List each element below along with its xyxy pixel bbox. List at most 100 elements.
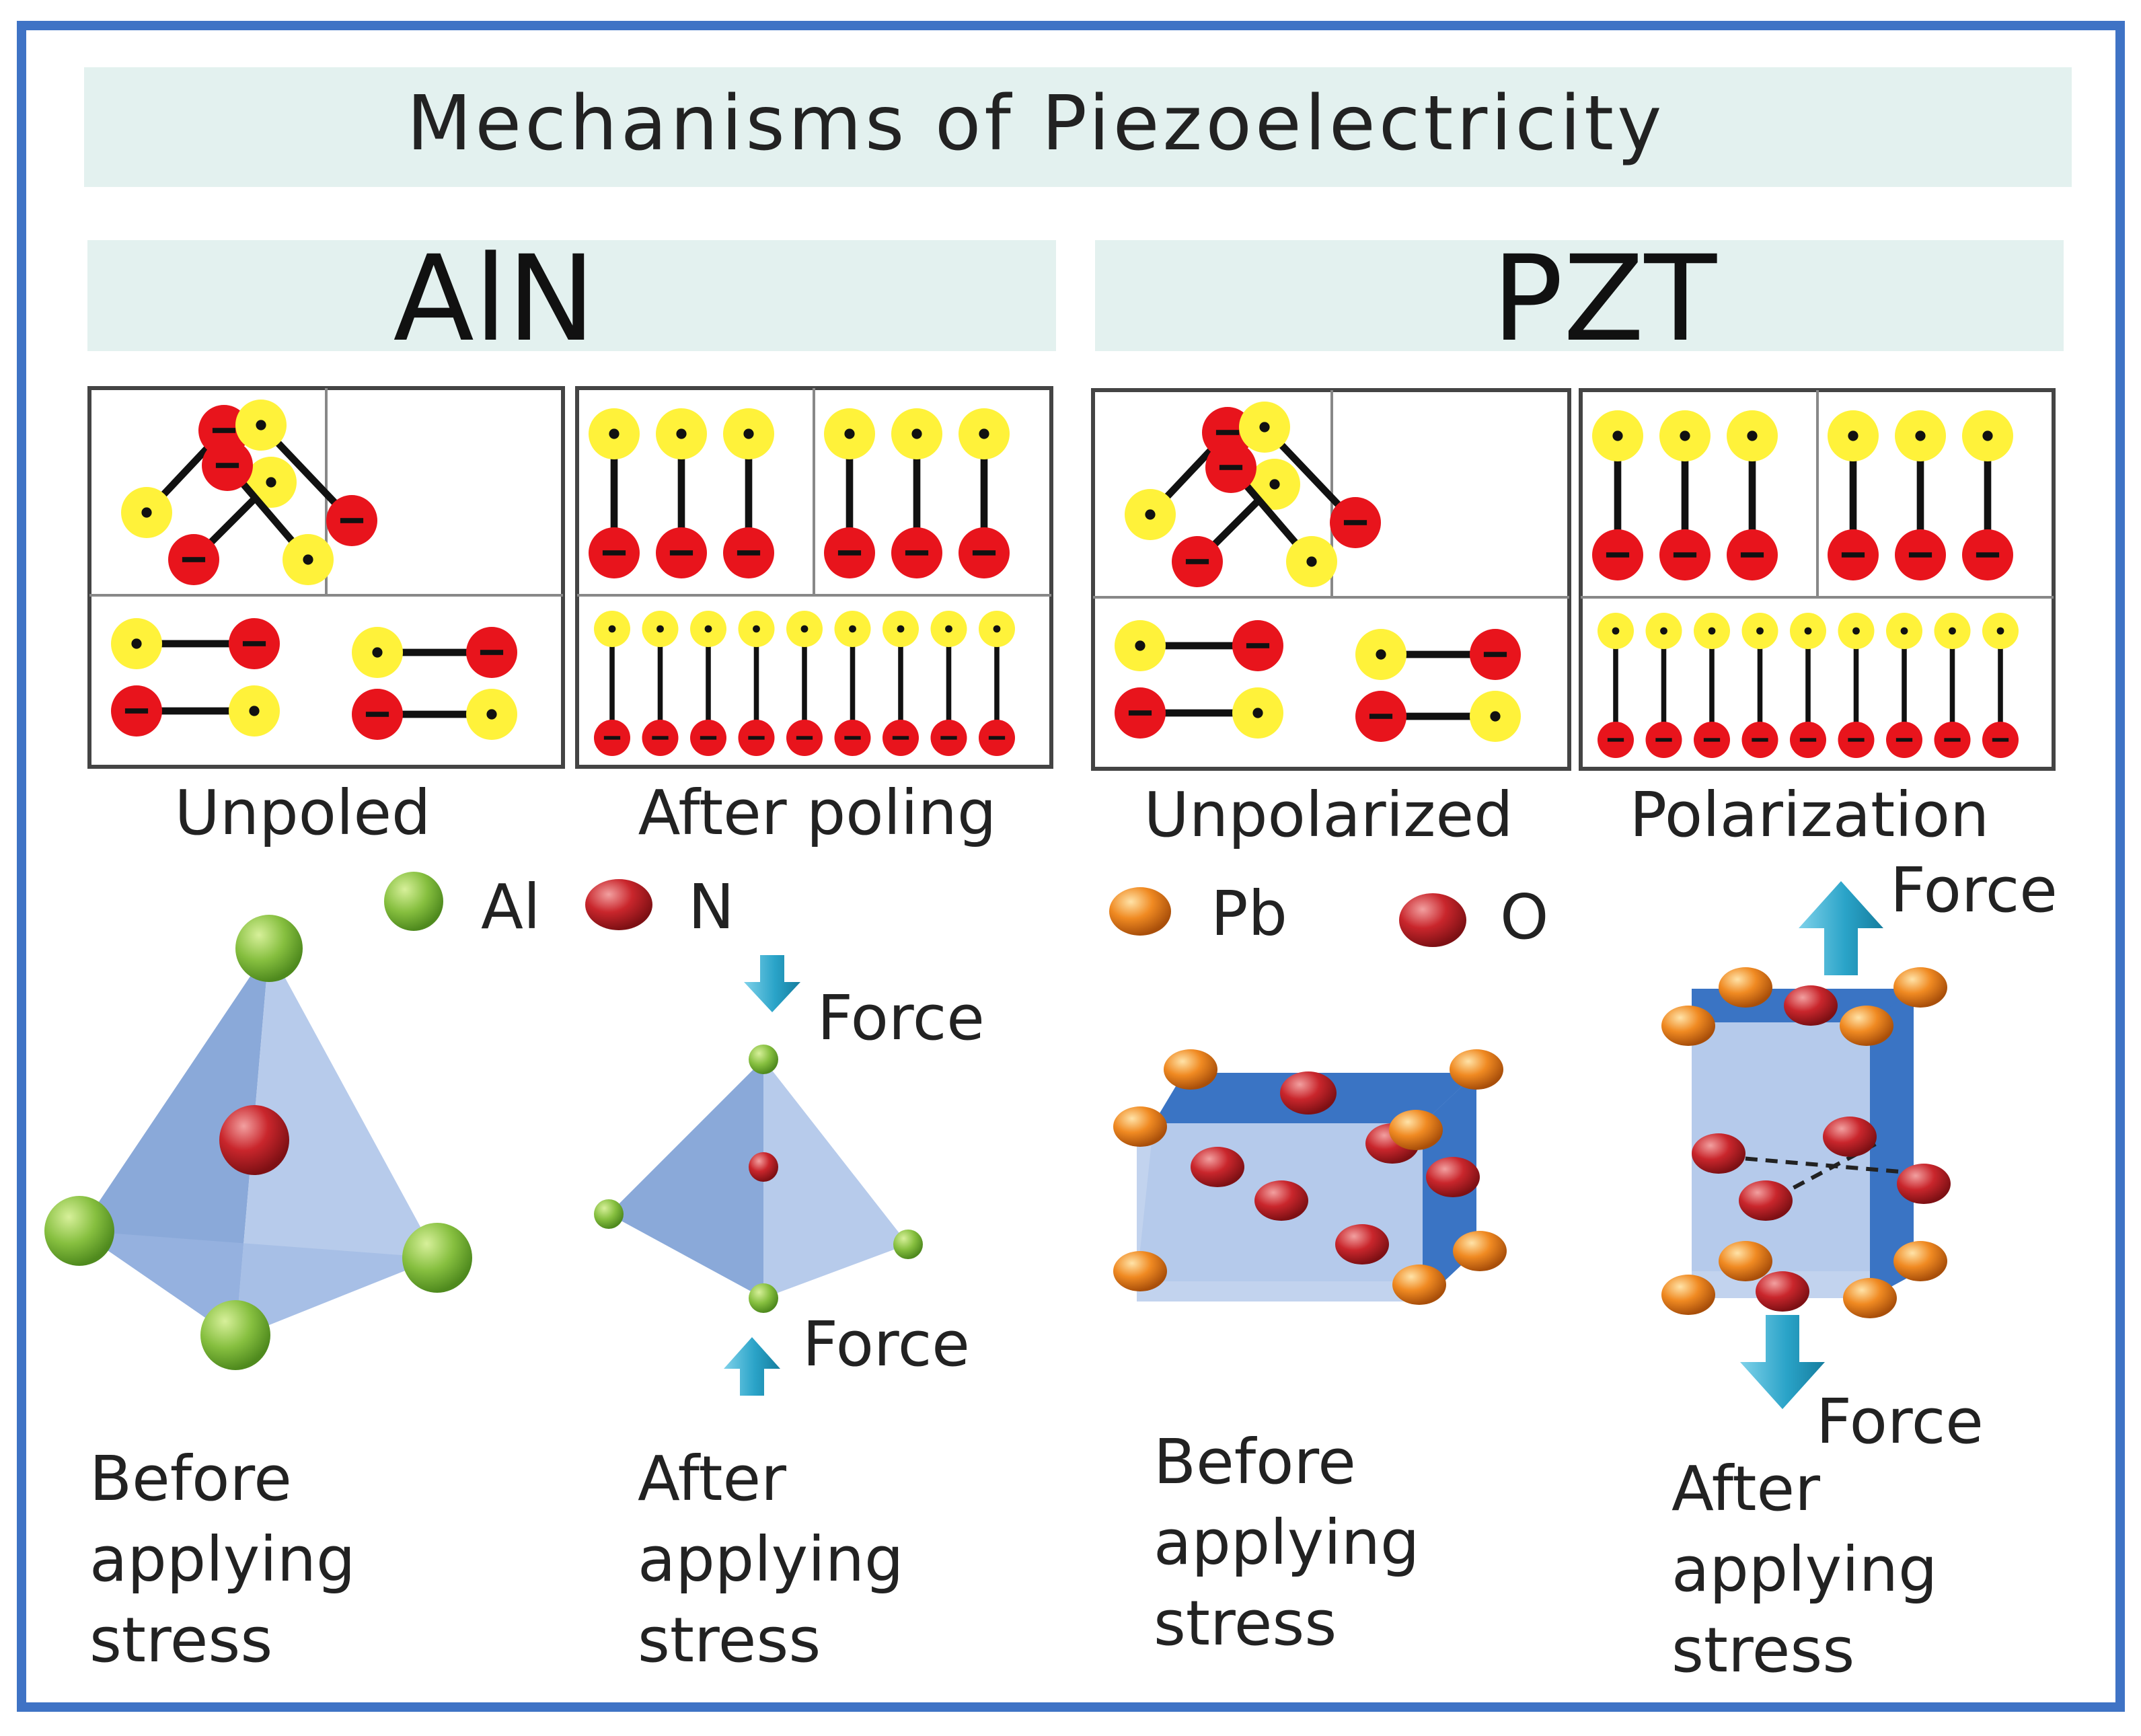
negative-charge-icon — [326, 495, 377, 546]
negative-charge-icon — [1982, 722, 2019, 758]
negative-charge-icon — [1790, 722, 1826, 758]
positive-charge-icon — [352, 627, 403, 678]
pzt-unpolarized-caption: Unpolarized — [1144, 779, 1513, 851]
negative-charge-icon — [882, 720, 919, 756]
pzt-heading: PZT — [1492, 230, 1718, 368]
positive-charge-icon — [1249, 459, 1300, 510]
negative-charge-icon — [786, 720, 823, 756]
negative-charge-icon — [1886, 722, 1922, 758]
force-arrow-icon — [744, 955, 800, 1012]
pzt-after-caption-line3: stress — [1672, 1614, 1854, 1686]
positive-charge-icon — [979, 611, 1015, 647]
positive-charge-icon — [656, 408, 707, 459]
positive-charge-icon — [1886, 613, 1922, 649]
positive-charge-icon — [1962, 410, 2013, 461]
figure-title: Mechanisms of Piezoelectricity — [407, 80, 1665, 167]
negative-charge-icon — [1115, 687, 1166, 739]
positive-charge-icon — [786, 611, 823, 647]
pzt-cell-before — [1113, 1049, 1507, 1305]
negative-charge-icon — [1598, 722, 1634, 758]
aln-poled-caption: After poling — [638, 777, 997, 849]
pzt-before-caption-line1: Before — [1154, 1426, 1356, 1498]
negative-charge-icon — [1741, 722, 1778, 758]
positive-charge-icon — [1125, 489, 1176, 540]
force-arrow-icon — [1740, 1315, 1825, 1409]
n-legend-label: N — [688, 871, 735, 943]
negative-charge-icon — [1330, 497, 1381, 548]
pzt-before-caption-line2: applying — [1154, 1507, 1419, 1579]
negative-charge-icon — [1895, 529, 1946, 580]
positive-charge-icon — [1659, 410, 1711, 461]
o-legend-atom — [1399, 893, 1466, 947]
negative-charge-icon — [1205, 442, 1256, 493]
negative-charge-icon — [594, 720, 630, 756]
positive-charge-icon — [824, 408, 875, 459]
positive-charge-icon — [111, 618, 162, 669]
positive-charge-icon — [229, 685, 280, 737]
pzt-after-caption-line1: After — [1672, 1453, 1820, 1525]
aln-force-bottom-label: Force — [802, 1308, 970, 1380]
negative-charge-icon — [1232, 620, 1283, 671]
force-arrow-icon — [724, 1337, 780, 1396]
negative-charge-icon — [111, 685, 162, 737]
negative-charge-icon — [1694, 722, 1730, 758]
aln-force-top-label: Force — [817, 982, 985, 1054]
negative-charge-icon — [1470, 629, 1521, 680]
negative-charge-icon — [738, 720, 775, 756]
negative-charge-icon — [202, 440, 253, 491]
negative-charge-icon — [834, 720, 871, 756]
positive-charge-icon — [589, 408, 640, 459]
pzt-cell-after — [1661, 881, 1951, 1409]
negative-charge-icon — [1592, 529, 1643, 580]
aln-after-caption-line1: After — [638, 1443, 786, 1515]
al-legend-atom — [384, 872, 443, 931]
negative-charge-icon — [466, 627, 517, 678]
positive-charge-icon — [1895, 410, 1946, 461]
aln-before-caption-line1: Before — [89, 1443, 292, 1515]
force-arrow-icon — [1799, 881, 1883, 975]
positive-charge-icon — [1239, 402, 1290, 453]
pzt-after-caption-line2: applying — [1672, 1534, 1937, 1606]
negative-charge-icon — [1934, 722, 1971, 758]
negative-charge-icon — [642, 720, 679, 756]
dipole-marks — [111, 400, 2019, 758]
positive-charge-icon — [834, 611, 871, 647]
positive-charge-icon — [1790, 613, 1826, 649]
aln-after-caption-line3: stress — [638, 1604, 821, 1676]
o-legend-label: O — [1500, 881, 1548, 953]
positive-charge-icon — [1592, 410, 1643, 461]
negative-charge-icon — [690, 720, 726, 756]
negative-charge-icon — [959, 527, 1010, 578]
negative-charge-icon — [824, 527, 875, 578]
positive-charge-icon — [1828, 410, 1879, 461]
positive-charge-icon — [246, 457, 297, 508]
positive-charge-icon — [1232, 687, 1283, 739]
aln-banner — [87, 240, 1056, 351]
negative-charge-icon — [723, 527, 774, 578]
aln-tetrahedron-after — [594, 955, 923, 1396]
negative-charge-icon — [1962, 529, 2013, 580]
positive-charge-icon — [1598, 613, 1634, 649]
positive-charge-icon — [1982, 613, 2019, 649]
positive-charge-icon — [1727, 410, 1778, 461]
positive-charge-icon — [723, 408, 774, 459]
positive-charge-icon — [1838, 613, 1875, 649]
pzt-force-top-label: Force — [1890, 854, 2058, 926]
negative-charge-icon — [930, 720, 967, 756]
pzt-force-bottom-label: Force — [1816, 1386, 1984, 1458]
positive-charge-icon — [930, 611, 967, 647]
positive-charge-icon — [121, 487, 172, 538]
positive-charge-icon — [235, 400, 287, 451]
negative-charge-icon — [168, 534, 219, 585]
pzt-before-caption-line3: stress — [1154, 1587, 1337, 1659]
positive-charge-icon — [891, 408, 942, 459]
positive-charge-icon — [1470, 691, 1521, 742]
negative-charge-icon — [656, 527, 707, 578]
al-legend-label: Al — [481, 871, 541, 943]
positive-charge-icon — [959, 408, 1010, 459]
positive-charge-icon — [594, 611, 630, 647]
positive-charge-icon — [1645, 613, 1682, 649]
aln-unpoled-caption: Unpoled — [175, 777, 431, 849]
negative-charge-icon — [1727, 529, 1778, 580]
positive-charge-icon — [1115, 620, 1166, 671]
